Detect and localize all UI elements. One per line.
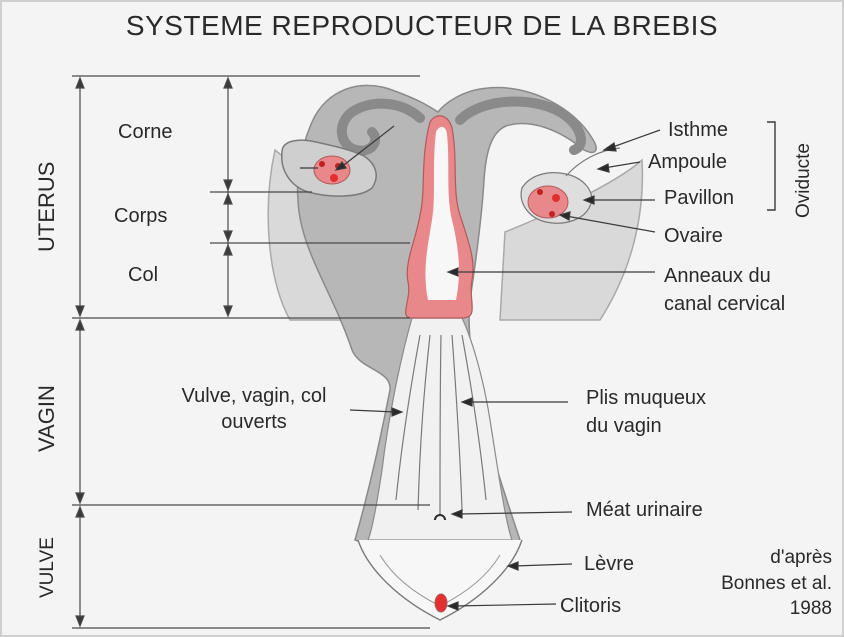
label-isthme: Isthme [668, 120, 728, 140]
label-vulve-open: Vulve, vagin, col ouverts [150, 383, 358, 435]
label-anneaux: Anneaux du canal cervical [664, 262, 785, 318]
credit-line1: d'après [721, 545, 832, 571]
label-corne: Corne [118, 122, 172, 142]
label-corps: Corps [114, 206, 167, 226]
label-oviducte: Oviducte [794, 143, 813, 218]
label-pavillon: Pavillon [664, 188, 734, 208]
right-ovary [528, 186, 568, 218]
label-col: Col [128, 265, 158, 285]
credit-line2: Bonnes et al. [721, 571, 832, 597]
label-vulve-open-line2: ouverts [150, 409, 358, 435]
label-vulve-open-line1: Vulve, vagin, col [150, 383, 358, 409]
label-anneaux-line1: Anneaux du [664, 262, 785, 290]
label-plis-line1: Plis muqueux [586, 384, 706, 412]
diagram-title: SYSTEME REPRODUCTEUR DE LA BREBIS [0, 12, 844, 40]
section-label-vagin: VAGIN [36, 385, 58, 452]
label-plis: Plis muqueux du vagin [586, 384, 706, 440]
label-levre: Lèvre [584, 554, 634, 574]
label-clitoris: Clitoris [560, 596, 621, 616]
section-label-uterus: UTERUS [36, 162, 58, 252]
credit-line3: 1988 [721, 596, 832, 622]
label-plis-line2: du vagin [586, 412, 706, 440]
credit: d'après Bonnes et al. 1988 [721, 545, 832, 622]
oviducte-bracket [767, 122, 775, 210]
label-anneaux-line2: canal cervical [664, 290, 785, 318]
label-meat-urinaire: Méat urinaire [586, 500, 703, 520]
clitoris-mark [435, 594, 447, 612]
section-label-vulve: VULVE [38, 537, 57, 598]
label-ampoule: Ampoule [648, 152, 727, 172]
label-ovaire: Ovaire [664, 226, 723, 246]
